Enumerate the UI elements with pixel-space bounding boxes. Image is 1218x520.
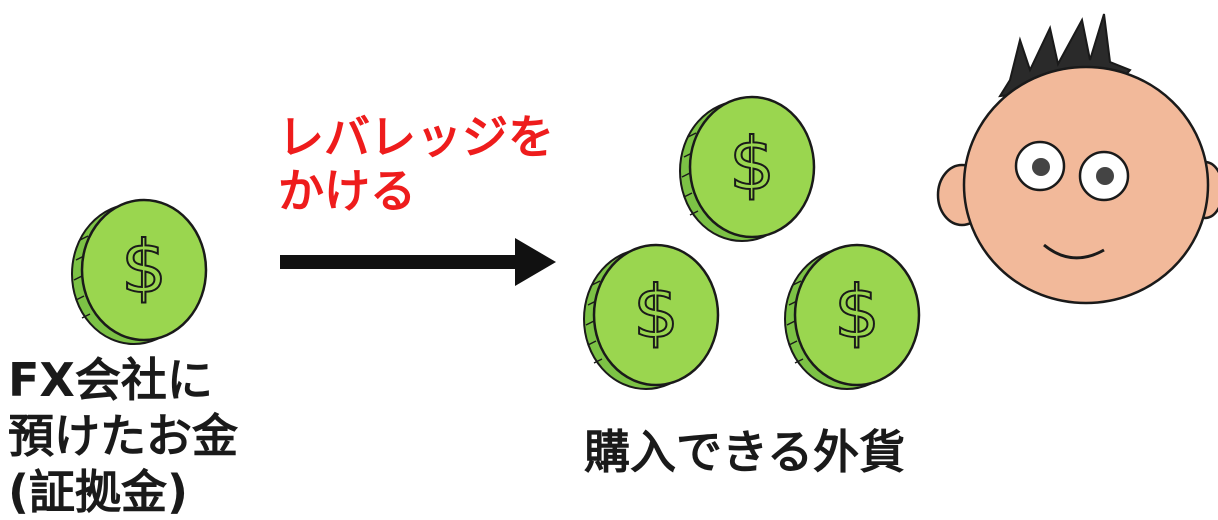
deposit-label: FX会社に 預けたお金 (証拠金) — [8, 352, 238, 520]
face-icon — [936, 13, 1218, 305]
coin-icon — [678, 95, 816, 243]
coin-icon — [70, 198, 208, 346]
purchase-label: 購入できる外貨 — [584, 425, 906, 479]
deposit-label-line-3: (証拠金) — [8, 465, 189, 519]
coin-icon — [582, 243, 720, 391]
deposit-label-line-2: 預けたお金 — [8, 409, 238, 463]
deposit-label-line-1: FX会社に — [8, 353, 213, 407]
leverage-label: レバレッジを かける — [278, 110, 554, 218]
leverage-label-line-2: かける — [278, 164, 416, 218]
arrow-right-icon — [280, 238, 556, 286]
leverage-label-line-1: レバレッジを — [278, 110, 554, 164]
coin-icon — [783, 243, 921, 391]
